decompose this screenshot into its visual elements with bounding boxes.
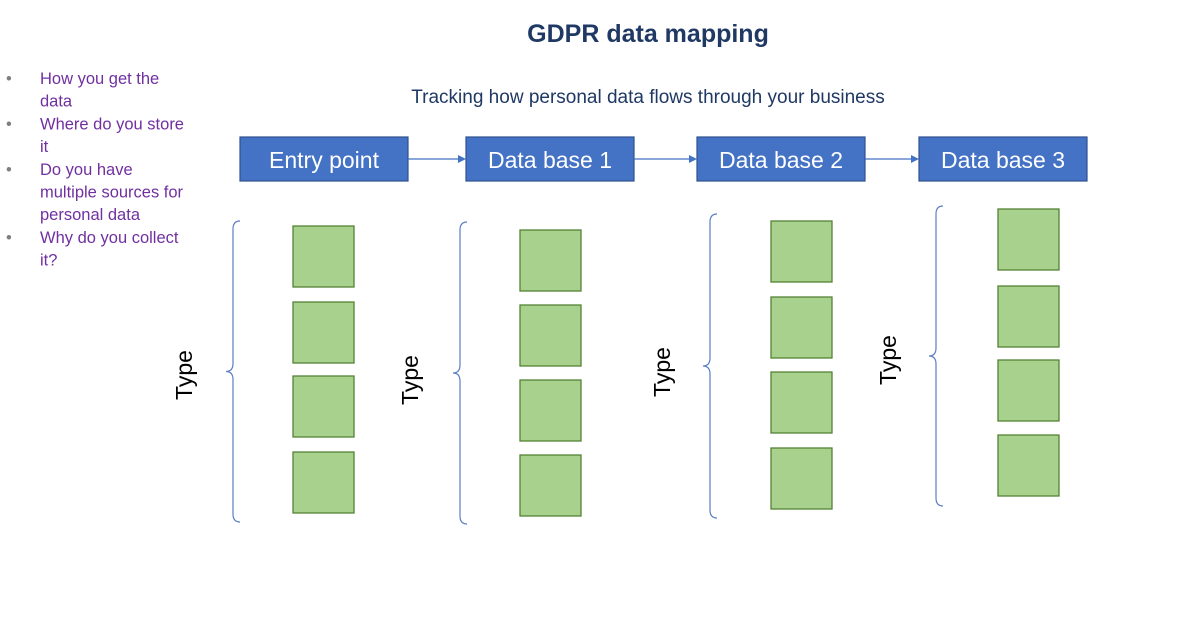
stage-box-rect (918, 136, 1088, 182)
curly-brace (928, 205, 944, 507)
data-type-square (997, 359, 1060, 422)
bullet-item: • How you get the data (6, 70, 159, 111)
stage-1-box: Entry point (239, 136, 409, 182)
stage-4-column: Type (875, 205, 1060, 507)
data-type-square (519, 229, 582, 292)
data-type-square (997, 434, 1060, 497)
data-type-square (292, 451, 355, 514)
stage-3-column: Type (649, 213, 833, 519)
data-type-square (292, 375, 355, 438)
curly-brace (702, 213, 718, 519)
arrow-head (911, 155, 919, 163)
stage-1-column: Type (171, 220, 355, 523)
flow-arrow (865, 155, 919, 163)
data-type-square (770, 296, 833, 359)
bullet-dot: • (6, 115, 12, 133)
data-type-square (997, 285, 1060, 348)
data-type-square (770, 447, 833, 510)
type-label: Type (171, 350, 197, 400)
stage-2-column: Type (397, 221, 582, 525)
stage-4-box: Data base 3 (918, 136, 1088, 182)
page-subtitle: Tracking how personal data flows through… (411, 87, 885, 108)
bullet-item: • Where do you store it (6, 115, 184, 156)
arrow-head (689, 155, 697, 163)
page-title: GDPR data mapping (527, 20, 769, 48)
stage-label: Data base 1 (488, 147, 612, 173)
bullet-text: personal data (40, 206, 141, 224)
data-flow: Entry point Data base 1 Data base 2 Data ba… (239, 136, 1088, 182)
arrow-head (458, 155, 466, 163)
stage-3-box: Data base 2 (696, 136, 866, 182)
bullet-text: Where do you store (40, 115, 184, 133)
bullet-text: How you get the (40, 70, 159, 88)
type-columns: Type Type Type Type (171, 205, 1060, 525)
flow-arrow (408, 155, 466, 163)
bullet-text: it (40, 138, 49, 156)
type-label: Type (397, 355, 423, 405)
data-type-square (292, 301, 355, 364)
bullet-text: it? (40, 252, 57, 270)
stage-2-box: Data base 1 (465, 136, 635, 182)
data-type-square (519, 454, 582, 517)
bullet-dot: • (6, 161, 12, 179)
data-type-square (519, 304, 582, 367)
data-type-square (292, 225, 355, 288)
stage-label: Data base 3 (941, 147, 1065, 173)
data-type-square (770, 371, 833, 434)
curly-brace (452, 221, 468, 525)
type-label: Type (875, 335, 901, 385)
bullet-item: • Why do you collect it? (6, 229, 179, 270)
flow-arrow (634, 155, 697, 163)
bullet-text: Why do you collect (40, 229, 179, 247)
curly-brace (225, 220, 241, 523)
data-type-square (997, 208, 1060, 271)
stage-box-rect (465, 136, 635, 182)
bullet-text: multiple sources for (40, 184, 184, 202)
bullet-item: • Do you have multiple sources for personal… (6, 161, 184, 224)
stage-label: Entry point (269, 147, 380, 173)
bullet-text: Do you have (40, 161, 133, 179)
stage-box-rect (239, 136, 409, 182)
bullet-dot: • (6, 70, 12, 88)
bullet-list: • How you get the data • Where do you store i… (6, 70, 184, 270)
data-type-square (519, 379, 582, 442)
data-type-square (770, 220, 833, 283)
stage-box-rect (696, 136, 866, 182)
bullet-dot: • (6, 229, 12, 247)
bullet-text: data (40, 93, 73, 111)
stage-label: Data base 2 (719, 147, 843, 173)
type-label: Type (649, 347, 675, 397)
